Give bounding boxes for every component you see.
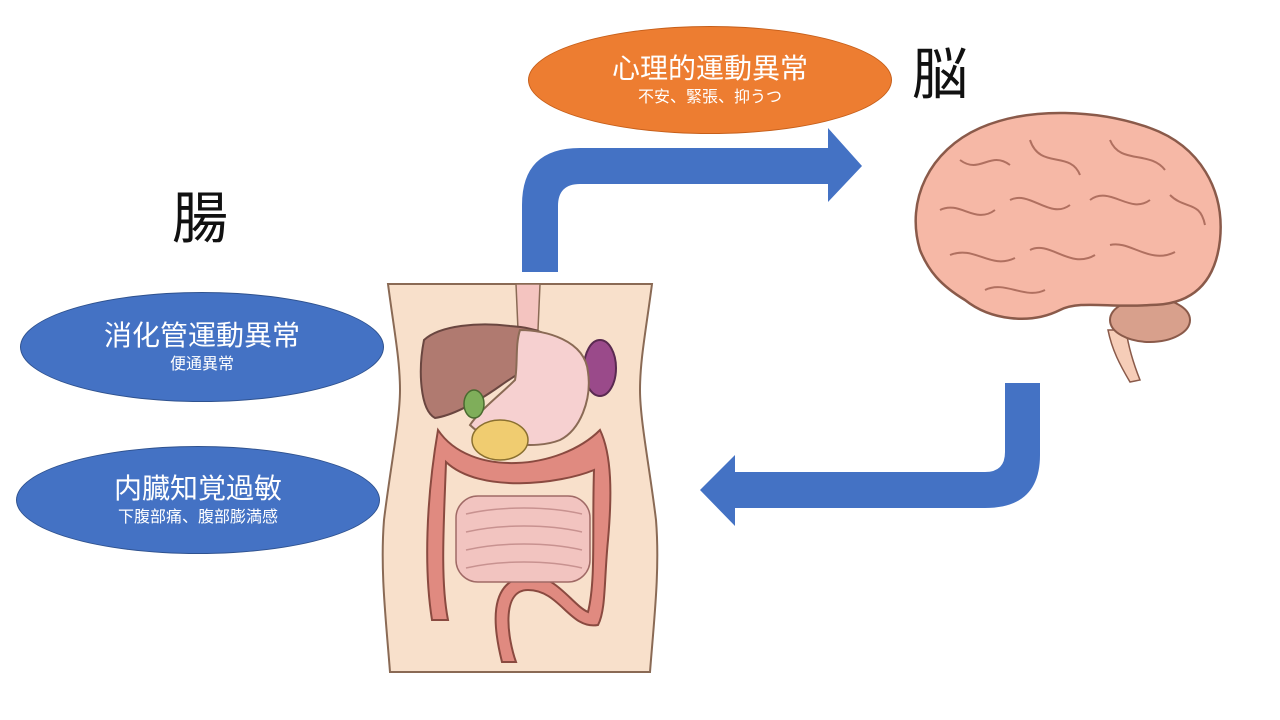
cerebrum	[914, 111, 1222, 320]
gallbladder	[463, 389, 485, 419]
large-intestine	[426, 427, 612, 663]
visceral-bubble: 内臓知覚過敏 下腹部痛、腹部膨満感	[16, 446, 380, 554]
pancreas	[471, 419, 529, 461]
small-intestine	[455, 495, 591, 583]
motility-subtitle: 便通異常	[169, 353, 234, 373]
small-intestine-folds	[465, 507, 583, 569]
psychological-title: 心理的運動異常	[611, 52, 808, 85]
brain-folds	[939, 139, 1206, 294]
motility-title: 消化管運動異常	[103, 319, 300, 352]
psychological-bubble: 心理的運動異常 不安、緊張、抑うつ	[528, 26, 892, 134]
arrow-gut-to-brain	[522, 128, 862, 272]
gut-label: 腸	[172, 187, 228, 252]
visceral-subtitle: 下腹部痛、腹部膨満感	[117, 506, 278, 526]
visceral-title: 内臓知覚過敏	[113, 472, 282, 505]
motility-bubble: 消化管運動異常 便通異常	[20, 292, 384, 402]
brain-label: 脳	[912, 43, 968, 108]
arrow-brain-to-gut	[700, 383, 1040, 526]
psychological-subtitle: 不安、緊張、抑うつ	[637, 86, 782, 106]
